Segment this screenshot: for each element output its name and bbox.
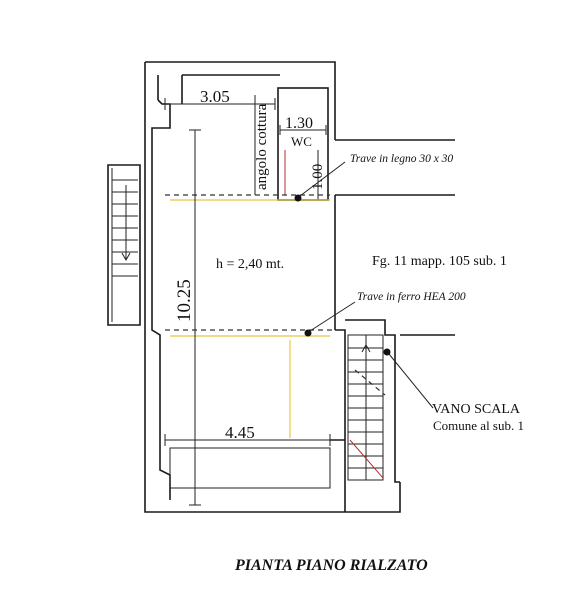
beam-steel-leader [309, 301, 356, 332]
beam-steel-label: Trave in ferro HEA 200 [357, 291, 466, 303]
stair-right [347, 334, 386, 481]
wc-label: WC [291, 134, 312, 149]
outer-wall-inner-line [151, 74, 280, 500]
top-dimension-line [164, 98, 276, 110]
dim-length: 10.25 [174, 279, 195, 322]
height-label: h = 2,40 mt. [216, 257, 284, 272]
beam-wood-leader [299, 161, 346, 197]
plan-title: PIANTA PIANO RIALZATO [234, 557, 428, 574]
outer-wall [144, 61, 401, 513]
cadastral-label: Fg. 11 mapp. 105 sub. 1 [372, 254, 507, 269]
stair-leader [388, 353, 434, 409]
wc-dimension [279, 125, 327, 135]
dim-top-width: 3.05 [200, 87, 230, 106]
stair-subtitle: Comune al sub. 1 [433, 418, 524, 433]
beam-wood-label: Trave in legno 30 x 30 [350, 153, 453, 165]
stair-title: VANO SCALA [432, 402, 521, 417]
beam-steel-marker [304, 329, 312, 337]
length-dimension-line [189, 129, 201, 506]
dim-wc-depth: 1.00 [310, 164, 326, 190]
inner-right-wall [330, 329, 346, 512]
bottom-dimension-line [164, 434, 331, 446]
stair-enclosure [335, 139, 455, 483]
kitchen-label: angolo cottura [254, 103, 270, 190]
dim-bottom-width: 4.45 [225, 423, 255, 442]
dim-wc-width: 1.30 [285, 115, 313, 132]
stair-marker [383, 348, 391, 356]
beam-wood-marker [294, 194, 302, 202]
bottom-bench [169, 447, 331, 489]
stair-left [107, 164, 141, 326]
